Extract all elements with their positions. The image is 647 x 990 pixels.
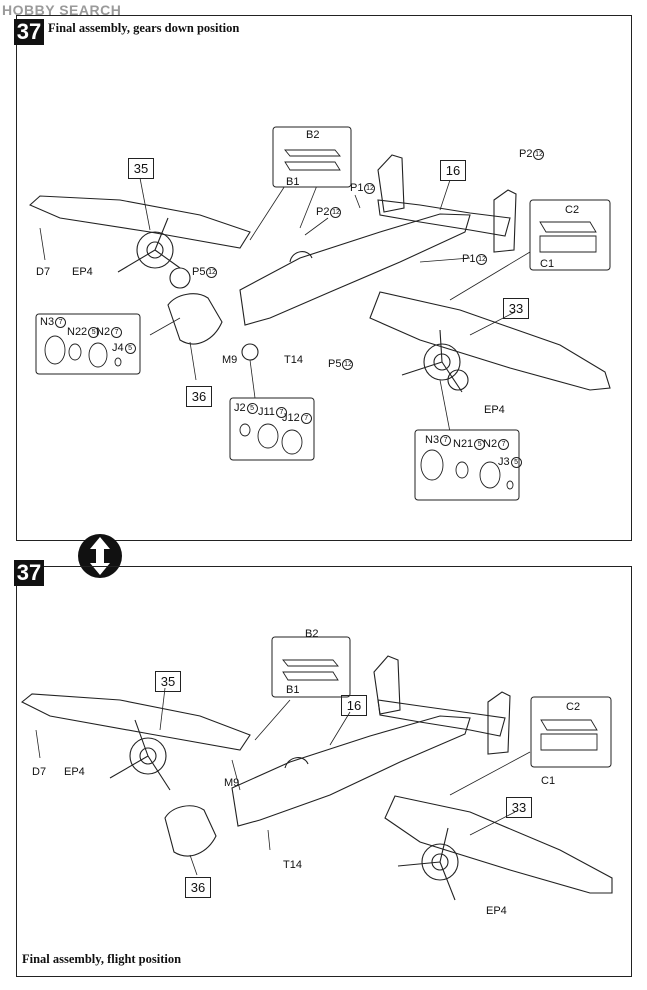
left-wheel-part-1-name: N3 — [40, 316, 55, 328]
top-label-m9: M9 — [222, 354, 238, 366]
top-callout-35: 35 — [128, 158, 154, 179]
bottom-title: Final assembly, flight position — [22, 952, 182, 966]
nose-wheel-part-2-name: J11 — [258, 406, 275, 418]
bottom-panel-frame — [16, 566, 632, 977]
left-wheel-part-2-qty: 5 — [88, 327, 100, 338]
bottom-label-ep4-right: EP4 — [486, 905, 507, 917]
bottom-callout-16: 16 — [341, 695, 367, 716]
top-callout-33: 33 — [503, 298, 529, 319]
top-step-number: 37 — [14, 19, 44, 45]
watermark: HOBBY SEARCH — [2, 2, 122, 18]
top-label-b1: B1 — [286, 176, 300, 188]
left-wheel-part-1-qty: 7 — [55, 317, 67, 328]
bottom-label-c1: C1 — [541, 775, 556, 787]
top-label-c2: C2 — [565, 204, 580, 216]
top-callout-36: 36 — [186, 386, 212, 407]
bottom-label-ep4-left: EP4 — [64, 766, 85, 778]
top-label-p5-right-qty: 12 — [342, 359, 354, 370]
bottom-label-m9: M9 — [224, 777, 240, 789]
left-wheel-part-3-qty: 7 — [111, 327, 123, 338]
top-label-p2-top-qty: 12 — [533, 149, 545, 160]
nose-wheel-part-1-name: J2 — [234, 402, 246, 414]
top-label-ep4-right: EP4 — [484, 404, 505, 416]
top-label-p1-top-part: P1 — [350, 182, 364, 194]
left-wheel-part-4-name: J4 — [112, 342, 124, 354]
bottom-label-b1: B1 — [286, 684, 300, 696]
top-label-ep4-left: EP4 — [72, 266, 93, 278]
top-label-c1: C1 — [540, 258, 555, 270]
bottom-label-b2: B2 — [305, 628, 319, 640]
right-wheel-part-3-name: N2 — [483, 438, 498, 450]
top-label-p2-mid-part: P2 — [316, 206, 330, 218]
top-callout-16: 16 — [440, 160, 466, 181]
bottom-label-d7: D7 — [32, 766, 47, 778]
top-label-b2: B2 — [306, 129, 320, 141]
right-wheel-part-1-qty: 7 — [440, 435, 452, 446]
top-label-p2-top-part: P2 — [519, 148, 533, 160]
top-label-p5-left-part: P5 — [192, 266, 206, 278]
bottom-label-c2: C2 — [566, 701, 581, 713]
bottom-callout-35: 35 — [155, 671, 181, 692]
nose-wheel-part-3-name: J12 — [282, 412, 300, 424]
nose-wheel-part-3-qty: 7 — [300, 413, 312, 424]
right-wheel-part-2-qty: 5 — [474, 439, 486, 450]
top-label-p1-mid-qty: 12 — [476, 254, 488, 265]
top-label-p5-left-qty: 12 — [206, 267, 218, 278]
nose-wheel-part-1-qty: 5 — [246, 403, 258, 414]
left-wheel-part-2-name: N22 — [67, 326, 88, 338]
bottom-label-t14: T14 — [283, 859, 302, 871]
right-wheel-part-1-name: N3 — [425, 434, 440, 446]
right-wheel-part-2-name: N21 — [453, 438, 474, 450]
top-label-d7: D7 — [36, 266, 51, 278]
left-wheel-part-4-qty: 5 — [124, 343, 136, 354]
right-wheel-part-3-qty: 7 — [498, 439, 510, 450]
left-wheel-part-3-name: N2 — [96, 326, 111, 338]
right-wheel-part-4-name: J3 — [498, 456, 510, 468]
bottom-callout-36: 36 — [185, 877, 211, 898]
right-wheel-part-4-qty: 5 — [510, 457, 522, 468]
bottom-callout-33: 33 — [506, 797, 532, 818]
top-label-t14: T14 — [284, 354, 303, 366]
top-label-p5-right-part: P5 — [328, 358, 342, 370]
top-label-p1-top-qty: 12 — [364, 183, 376, 194]
top-title: Final assembly, gears down position — [48, 21, 240, 35]
top-label-p1-mid-part: P1 — [462, 253, 476, 265]
top-panel-frame — [16, 15, 632, 541]
nose-wheel-part-2-qty: 7 — [275, 407, 287, 418]
top-label-p2-mid-qty: 12 — [330, 207, 342, 218]
bottom-step-number: 37 — [14, 560, 44, 586]
